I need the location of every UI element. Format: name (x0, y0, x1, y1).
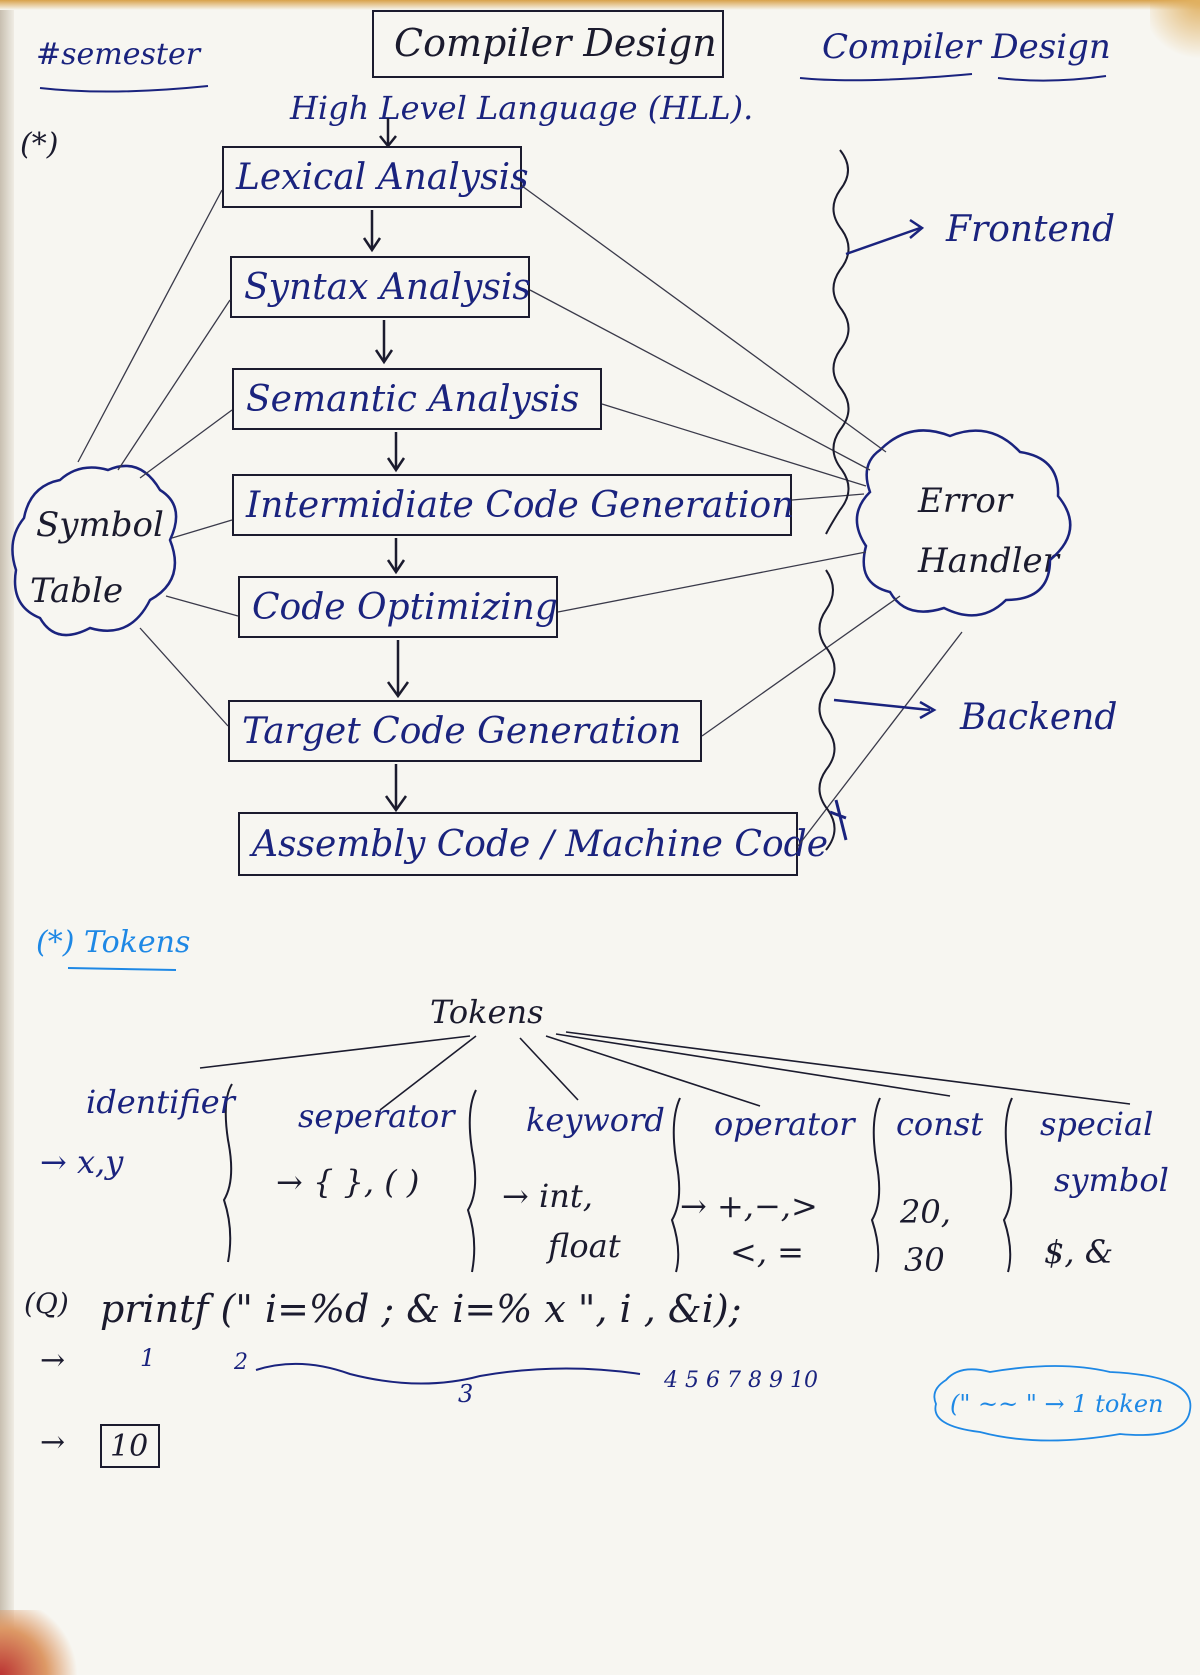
flow-arrows (362, 118, 410, 813)
phase-semantic-analysis: Semantic Analysis (232, 368, 602, 430)
token-special-symbol: special (1040, 1105, 1154, 1143)
star-marker: (*) (20, 127, 59, 162)
error-handler-label-line2: Handler (918, 541, 1059, 581)
frontend-label: Frontend (946, 209, 1116, 250)
token-identifier-example: → x,y (40, 1143, 124, 1181)
phase-code-optimizing: Code Optimizing (238, 576, 558, 638)
page-corner-top-right (1150, 0, 1200, 60)
backend-brace (818, 569, 836, 851)
example-arrow-2: → (40, 1425, 66, 1460)
token-special-symbol-line2: symbol (1054, 1161, 1169, 1199)
count-printf: 1 (140, 1344, 156, 1372)
page-title: Compiler Design (394, 21, 717, 65)
token-const: const (896, 1105, 984, 1143)
token-operator-example-1: → +,−,> (680, 1187, 818, 1225)
page-title-right: Compiler Design (822, 27, 1111, 67)
token-keyword-example-1: → int, (502, 1177, 593, 1215)
tokens-root: Tokens (430, 993, 544, 1031)
error-handler-label-line1: Error (918, 481, 1013, 521)
error-handler-cloud (855, 429, 1072, 617)
string-token-note: (" ~~ " → 1 token (950, 1390, 1164, 1418)
question-label: (Q) (24, 1287, 69, 1320)
token-keyword: keyword (526, 1101, 665, 1139)
count-string-start: 2 (234, 1350, 248, 1375)
symbol-table-label-line1: Symbol (36, 505, 164, 545)
token-const-example-1: 20, (900, 1193, 951, 1231)
page-edge-left (0, 0, 14, 1675)
example-arrow-1: → (40, 1343, 66, 1378)
page-corner-bottom-left (0, 1610, 80, 1675)
phase-syntax-analysis: Syntax Analysis (230, 256, 531, 318)
token-operator: operator (714, 1105, 855, 1143)
backend-label: Backend (960, 697, 1118, 738)
frontend-brace (825, 149, 850, 535)
note-cloud (933, 1365, 1192, 1442)
title-box (372, 10, 724, 78)
phase-lexical-analysis: Lexical Analysis (222, 146, 529, 208)
printf-statement: printf (" i=%d ; & i=% x ", i , &i); (100, 1287, 742, 1331)
phase-assembly-machine-code: Assembly Code / Machine Code (238, 812, 828, 876)
token-seperator-example: → { }, ( ) (276, 1163, 420, 1201)
hashtag-semester: #semester (36, 37, 201, 72)
token-const-example-2: 30 (904, 1241, 945, 1279)
token-keyword-example-2: float (548, 1227, 621, 1265)
token-seperator: seperator (298, 1097, 455, 1135)
token-special-symbol-example: $, & (1044, 1233, 1114, 1271)
tokens-heading: (*) Tokens (36, 925, 191, 960)
symbol-table-cloud (11, 464, 178, 637)
token-operator-example-2: <, = (730, 1233, 804, 1271)
answer-box (100, 1424, 160, 1468)
token-identifier: identifier (86, 1083, 235, 1121)
page-edge-top (0, 0, 1200, 10)
symbol-table-label-line2: Table (30, 571, 124, 611)
phase-target-code-generation: Target Code Generation (228, 700, 702, 762)
count-string: 3 (458, 1380, 474, 1408)
phase-intermediate-code-generation: Intermidiate Code Generation (232, 474, 794, 536)
count-rest: 4 5 6 7 8 9 10 (664, 1368, 818, 1393)
hll-input-label: High Level Language (HLL). (290, 89, 754, 127)
answer-value: 10 (110, 1429, 149, 1464)
